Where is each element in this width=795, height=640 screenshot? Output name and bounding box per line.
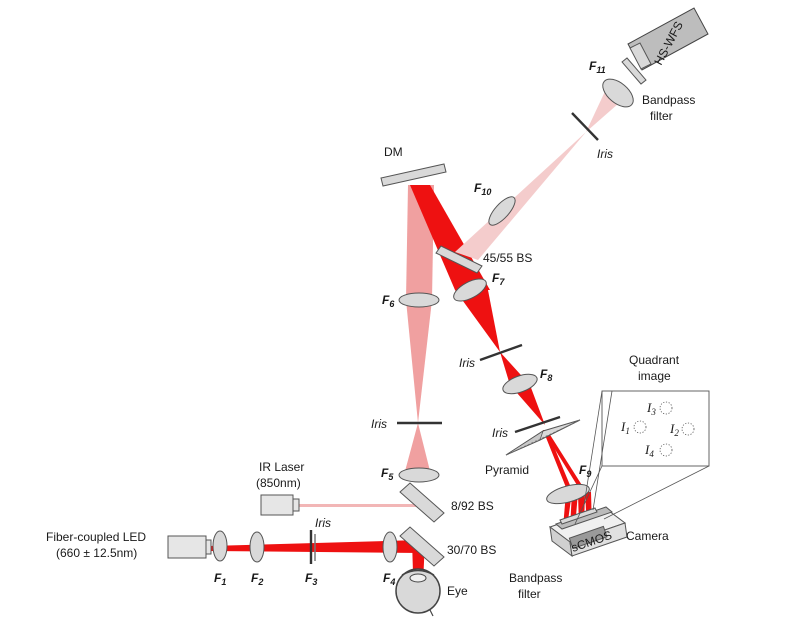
quadrant-i4-label: I4 xyxy=(644,442,654,459)
dm-label: DM xyxy=(384,145,403,159)
ir-laser-source xyxy=(260,494,300,516)
f9-label: F9 xyxy=(579,463,591,479)
iris-wfs-label: Iris xyxy=(597,147,613,161)
quadrant-i2-label: I2 xyxy=(669,421,679,438)
bandpass-top-label: Bandpass filter xyxy=(642,93,699,123)
f4-label: F4 xyxy=(383,571,395,587)
f1-label: F1 xyxy=(214,571,226,587)
f2-label: F2 xyxy=(251,571,263,587)
camera xyxy=(548,506,628,558)
iris-pyramid-path-1 xyxy=(479,343,523,362)
quadrant-image-callout xyxy=(574,390,710,525)
lens-f9 xyxy=(546,483,590,505)
pyramid-prism xyxy=(505,419,581,456)
ir-laser-beam xyxy=(298,504,420,507)
bs-30-70-label: 30/70 BS xyxy=(447,543,496,557)
f3-label: F3 xyxy=(305,571,317,587)
deformable-mirror xyxy=(380,163,447,187)
bandpass-filter-wfs xyxy=(621,57,647,85)
iris-pyramid-2-label: Iris xyxy=(492,426,508,440)
f6-label: F6 xyxy=(382,293,395,309)
lens-f10 xyxy=(488,196,516,226)
beamsplitter-30-70 xyxy=(399,526,445,567)
quadrant-spot-1 xyxy=(633,420,647,434)
vertical-beam-upper xyxy=(406,300,432,423)
lens-f11 xyxy=(602,78,634,108)
led-label: Fiber-coupled LED (660 ± 12.5nm) xyxy=(46,530,149,560)
quadrant-spot-3 xyxy=(659,401,673,415)
ir-laser-label: IR Laser (850nm) xyxy=(256,460,308,490)
lens-f6 xyxy=(398,292,440,308)
led-source xyxy=(167,535,212,559)
f5-label: F5 xyxy=(381,466,394,482)
hs-wfs xyxy=(627,7,709,71)
f11-label: F11 xyxy=(589,59,606,75)
f7-label: F7 xyxy=(492,271,505,287)
lens-f2 xyxy=(249,531,265,563)
vertical-beam-lower xyxy=(404,423,431,475)
eye xyxy=(395,568,441,617)
lens-f4 xyxy=(382,531,398,563)
bs-8-92-label: 8/92 BS xyxy=(451,499,494,513)
iris-led-label: Iris xyxy=(315,516,331,530)
pyramid-path-beam-1 xyxy=(455,285,500,352)
bs-45-55-label: 45/55 BS xyxy=(483,251,532,265)
lens-f1 xyxy=(212,530,228,562)
lens-f5 xyxy=(398,467,440,483)
quadrant-spot-4 xyxy=(659,443,673,457)
lens-f7 xyxy=(453,278,487,302)
beams xyxy=(209,85,627,606)
eye-label: Eye xyxy=(447,584,468,598)
camera-label: Camera xyxy=(626,529,669,543)
pyramid-label: Pyramid xyxy=(485,463,529,477)
pyramid-path-beam-3 xyxy=(510,385,545,425)
f10-label: F10 xyxy=(474,181,491,197)
iris-pyramid-path-2 xyxy=(514,415,561,434)
quadrant-spot-2 xyxy=(681,422,695,436)
beamsplitter-8-92 xyxy=(399,482,445,523)
wfs-beam xyxy=(455,132,586,260)
lens-f8 xyxy=(502,373,538,395)
bandpass-bottom-label: Bandpass filter xyxy=(509,571,566,601)
quadrant-i3-label: I3 xyxy=(646,400,656,417)
iris-pyramid-1-label: Iris xyxy=(459,356,475,370)
iris-wfs-path xyxy=(571,112,599,141)
f8-label: F8 xyxy=(540,367,552,383)
beamsplitter-45-55 xyxy=(435,245,483,274)
quadrant-title-label: Quadrant image xyxy=(629,353,682,383)
iris-vertical-label: Iris xyxy=(371,417,387,431)
quadrant-i1-label: I1 xyxy=(620,419,630,436)
